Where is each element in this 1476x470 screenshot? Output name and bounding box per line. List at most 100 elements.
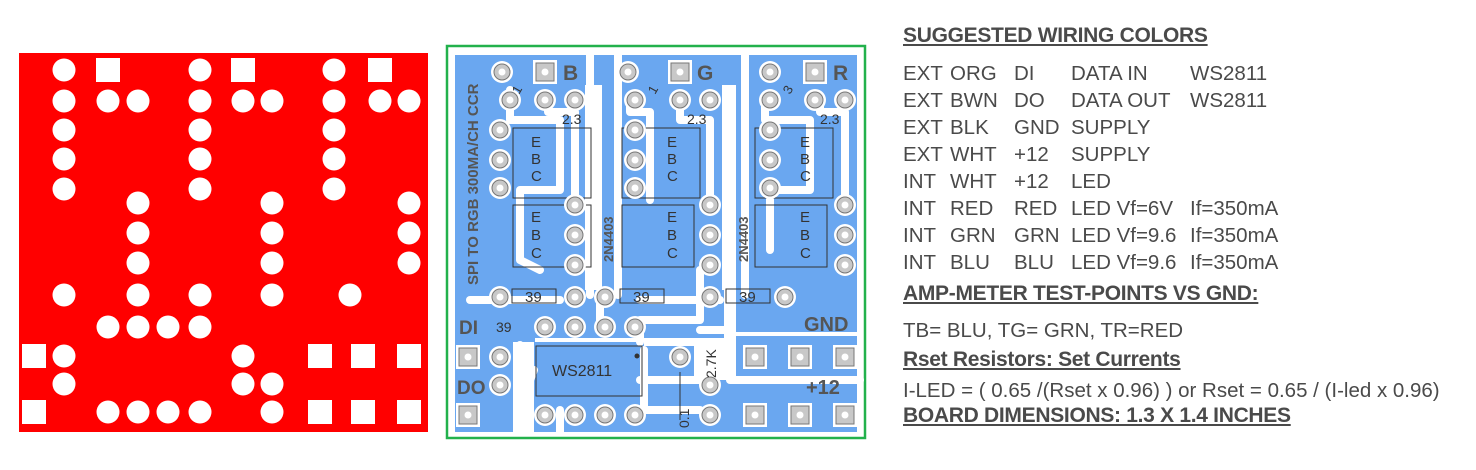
pad-drill xyxy=(676,353,684,361)
bottom-round-hole xyxy=(188,315,212,339)
pad-drill xyxy=(541,323,549,331)
pin-e: E xyxy=(800,134,810,151)
bottom-copper-board xyxy=(19,53,428,432)
wiring-sig: RED xyxy=(1014,197,1058,220)
gnd-label: GND xyxy=(804,314,848,336)
bottom-round-hole xyxy=(397,191,421,215)
chip-label: WS2811 xyxy=(552,363,612,380)
pad-drill xyxy=(841,411,849,419)
pad-drill xyxy=(751,411,759,419)
bottom-square-hole xyxy=(351,344,375,368)
pad-drill xyxy=(601,293,609,301)
amp-title: AMP-METER TEST-POINTS VS GND: xyxy=(903,282,1259,305)
pad-drill xyxy=(676,96,684,104)
pad-drill xyxy=(766,96,774,104)
pin-b: B xyxy=(531,151,541,168)
r39-small: 39 xyxy=(496,319,512,335)
wiring-sig: DO xyxy=(1014,89,1045,112)
pad-drill xyxy=(571,231,579,239)
channel-letter-g: G xyxy=(697,62,713,85)
pad-drill xyxy=(631,96,639,104)
bottom-round-hole xyxy=(368,89,392,113)
rset-formula: I-LED = ( 0.65 /(Rset x 0.96) ) or Rset … xyxy=(903,379,1440,402)
bottom-round-hole xyxy=(156,315,180,339)
pad-drill xyxy=(631,323,639,331)
bottom-round-hole xyxy=(52,58,76,82)
channel-letter-r: R xyxy=(833,62,848,85)
value-g: 2.3 xyxy=(687,111,707,127)
bottom-round-hole xyxy=(126,400,150,424)
wiring-color: RED xyxy=(950,197,994,220)
bottom-round-hole xyxy=(96,315,120,339)
r-value: 2.7K xyxy=(703,349,719,378)
channel-letter-b: B xyxy=(563,62,578,85)
wiring-title: SUGGESTED WIRING COLORS xyxy=(903,24,1208,47)
wiring-note: If=350mA xyxy=(1190,197,1279,220)
pad-drill xyxy=(841,201,849,209)
bottom-round-hole xyxy=(231,372,255,396)
pin-c: C xyxy=(667,245,678,262)
wiring-loc: EXT xyxy=(903,143,943,166)
pad-drill xyxy=(506,96,514,104)
bottom-round-hole xyxy=(231,89,255,113)
bottom-round-hole xyxy=(397,221,421,245)
bottom-round-hole xyxy=(260,191,284,215)
bottom-round-hole xyxy=(156,400,180,424)
bottom-round-hole xyxy=(322,89,346,113)
pad-drill xyxy=(811,96,819,104)
wiring-func: DATA OUT xyxy=(1071,89,1171,112)
wiring-sig: GND xyxy=(1014,116,1060,139)
bottom-round-hole xyxy=(52,147,76,171)
pad-drill xyxy=(464,353,472,361)
wiring-note: WS2811 xyxy=(1190,62,1268,85)
bottom-round-hole xyxy=(188,400,212,424)
pad-drill xyxy=(781,293,789,301)
transistor-label-1: 2N4403 xyxy=(601,216,616,262)
pin-b: B xyxy=(531,227,541,244)
pad-drill xyxy=(811,68,819,76)
pad-drill xyxy=(571,411,579,419)
pad-drill xyxy=(496,353,504,361)
wiring-func: DATA IN xyxy=(1071,62,1148,85)
pad-drill xyxy=(796,411,804,419)
wiring-color: WHT xyxy=(950,143,997,166)
top-copper-layer: SPI TO RGB 300MA/CH CCR B G R 2.3 2.3 2.… xyxy=(445,44,867,440)
bottom-square-hole xyxy=(96,58,120,82)
pad-drill xyxy=(571,323,579,331)
pad-drill xyxy=(496,293,504,301)
pad-drill xyxy=(841,231,849,239)
pin-c: C xyxy=(800,245,811,262)
bottom-round-hole xyxy=(188,89,212,113)
wiring-loc: EXT xyxy=(903,62,943,85)
pad-drill xyxy=(541,96,549,104)
bottom-round-hole xyxy=(322,177,346,201)
bottom-round-hole xyxy=(188,118,212,142)
wiring-sig: GRN xyxy=(1014,224,1060,247)
v12-label: +12 xyxy=(806,377,840,399)
pin-b: B xyxy=(800,151,810,168)
board-title: SPI TO RGB 300MA/CH CCR xyxy=(465,83,482,285)
bottom-square-hole xyxy=(351,400,375,424)
bottom-square-hole xyxy=(397,400,421,424)
bottom-round-hole xyxy=(260,283,284,307)
wiring-func: LED Vf=6V xyxy=(1071,197,1173,220)
bottom-square-hole xyxy=(308,344,332,368)
pin-b: B xyxy=(800,227,810,244)
pad-drill xyxy=(631,411,639,419)
bottom-round-hole xyxy=(52,118,76,142)
bottom-square-hole xyxy=(231,58,255,82)
value-r: 2.3 xyxy=(820,111,840,127)
bottom-round-hole xyxy=(231,344,255,368)
wiring-sig: BLU xyxy=(1014,251,1054,274)
pin-e: E xyxy=(800,209,810,226)
pad-drill xyxy=(631,156,639,164)
wiring-func: LED Vf=9.6 xyxy=(1071,224,1177,247)
wiring-sig: +12 xyxy=(1014,170,1049,193)
wiring-color: BLU xyxy=(950,251,990,274)
wiring-color: GRN xyxy=(950,224,996,247)
